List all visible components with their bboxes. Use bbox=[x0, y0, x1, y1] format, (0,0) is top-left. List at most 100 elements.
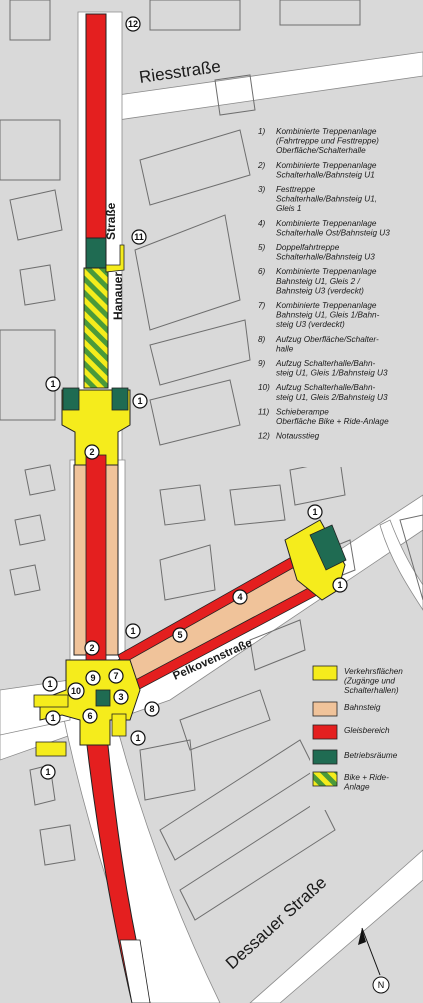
note-line: steig U1, Gleis 2/Bahnsteig U3 bbox=[276, 393, 388, 402]
note-number: 5) bbox=[258, 243, 266, 252]
note-line: Notausstieg bbox=[276, 432, 320, 441]
note-line: steig U1, Gleis 1/Bahnsteig U3 bbox=[276, 369, 388, 378]
legend-swatch-betrieb bbox=[312, 749, 338, 765]
note-line: Oberfläche Bike + Ride-Anlage bbox=[276, 417, 389, 426]
track-north bbox=[85, 13, 107, 245]
note-line: Kombinierte Treppenanlage bbox=[276, 127, 377, 136]
note-number: 8) bbox=[258, 335, 266, 344]
legend-label: Gleisbereich bbox=[344, 726, 390, 735]
service-south bbox=[95, 689, 111, 707]
svg-text:1: 1 bbox=[337, 580, 342, 590]
note-line: Schalterhalle/Bahnsteig U3 bbox=[276, 253, 375, 262]
legend-label: Schalterhallen) bbox=[344, 686, 399, 695]
marker: 10 bbox=[67, 682, 85, 700]
marker: 3 bbox=[113, 689, 129, 705]
service-north-right bbox=[111, 387, 129, 411]
svg-text:3: 3 bbox=[118, 692, 123, 702]
svg-text:1: 1 bbox=[130, 626, 135, 636]
marker: 12 bbox=[125, 16, 141, 32]
note-line: Schieberampe bbox=[276, 407, 329, 416]
svg-text:1: 1 bbox=[312, 507, 317, 517]
note-number: 3) bbox=[258, 185, 266, 194]
marker: 1 bbox=[130, 730, 146, 746]
svg-text:1: 1 bbox=[137, 396, 142, 406]
note-line: Kombinierte Treppenanlage bbox=[276, 161, 377, 170]
ramp-11 bbox=[105, 244, 125, 273]
marker: 2 bbox=[84, 640, 100, 656]
stair-east-south bbox=[111, 713, 127, 737]
marker: 5 bbox=[172, 627, 188, 643]
notes-panel bbox=[256, 122, 423, 467]
legend: Verkehrsflächen(Zugänge undSchalterhalle… bbox=[310, 660, 418, 810]
svg-text:4: 4 bbox=[237, 592, 242, 602]
note-number: 1) bbox=[258, 127, 266, 136]
track-south bbox=[81, 699, 151, 1003]
note-line: Kombinierte Treppenanlage bbox=[276, 301, 377, 310]
note-number: 6) bbox=[258, 267, 266, 276]
marker: 1 bbox=[40, 764, 56, 780]
note-line: steig U3 (verdeckt) bbox=[276, 320, 345, 329]
note-number: 4) bbox=[258, 219, 266, 228]
north-label: N bbox=[378, 980, 385, 990]
hanauer-label-1: Straße bbox=[104, 202, 118, 240]
svg-text:1: 1 bbox=[47, 679, 52, 689]
service-east bbox=[309, 524, 347, 571]
note-line: Schalterhalle/Bahnsteig U1, bbox=[276, 195, 377, 204]
svg-text:1: 1 bbox=[45, 767, 50, 777]
service-north-left bbox=[62, 387, 80, 411]
svg-text:12: 12 bbox=[128, 19, 138, 29]
svg-text:5: 5 bbox=[177, 630, 182, 640]
svg-text:1: 1 bbox=[50, 379, 55, 389]
legend-label: Bahnsteig bbox=[344, 703, 381, 712]
svg-text:1: 1 bbox=[135, 733, 140, 743]
svg-text:1: 1 bbox=[50, 713, 55, 723]
marker: 1 bbox=[332, 577, 348, 593]
note-line: Aufzug Oberfläche/Schalter- bbox=[275, 335, 379, 344]
legend-swatch-bike bbox=[312, 771, 338, 787]
marker: 8 bbox=[144, 701, 160, 717]
marker: 1 bbox=[45, 376, 61, 392]
marker: 1 bbox=[132, 393, 148, 409]
note-line: Festtreppe bbox=[276, 185, 316, 194]
svg-text:10: 10 bbox=[71, 686, 81, 696]
note-line: (Fahrtreppe und Festtreppe) bbox=[276, 137, 379, 146]
marker: 6 bbox=[82, 708, 98, 724]
legend-label: (Zugänge und bbox=[344, 677, 395, 686]
note-number: 12) bbox=[258, 432, 270, 441]
svg-text:9: 9 bbox=[90, 673, 95, 683]
svg-text:2: 2 bbox=[89, 643, 94, 653]
svg-text:6: 6 bbox=[87, 711, 92, 721]
note-number: 10) bbox=[258, 383, 270, 392]
service-room-north bbox=[85, 237, 107, 269]
marker: 1 bbox=[125, 623, 141, 639]
marker: 1 bbox=[45, 710, 61, 726]
svg-text:7: 7 bbox=[113, 671, 118, 681]
note-number: 11) bbox=[258, 407, 269, 416]
marker: 11 bbox=[131, 229, 147, 245]
note-line: Kombinierte Treppenanlage bbox=[276, 267, 377, 276]
note-line: Bahnsteig U1, Gleis 2 / bbox=[276, 277, 360, 286]
markers: 1 1 1 1 1 1 1 1 1 2 2 3 4 5 6 7 8 9 10 1… bbox=[40, 16, 348, 780]
marker: 7 bbox=[108, 668, 124, 684]
stair-west-2 bbox=[35, 741, 67, 757]
note-line: Bahnsteig U3 (verdeckt) bbox=[276, 286, 364, 295]
legend-label: Betriebsräume bbox=[344, 751, 398, 760]
note-number: 2) bbox=[257, 161, 266, 170]
east-road bbox=[249, 849, 423, 1003]
note-number: 9) bbox=[258, 359, 266, 368]
notes-list: 1)Kombinierte Treppenanlage(Fahrtreppe u… bbox=[257, 127, 390, 441]
note-line: Schalterhalle Ost/Bahnsteig U3 bbox=[276, 228, 390, 237]
legend-label: Anlage bbox=[343, 783, 370, 792]
note-line: Oberfläche/Schalterhalle bbox=[276, 146, 366, 155]
marker: 2 bbox=[84, 444, 100, 460]
north-arrow: N bbox=[358, 927, 390, 994]
svg-text:11: 11 bbox=[134, 232, 144, 242]
stair-west-1 bbox=[33, 694, 69, 708]
marker: 1 bbox=[42, 676, 58, 692]
legend-label: Bike + Ride- bbox=[344, 773, 389, 782]
note-line: Schalterhalle/Bahnsteig U1 bbox=[276, 170, 375, 179]
marker: 9 bbox=[85, 670, 101, 686]
note-line: Gleis 1 bbox=[276, 204, 301, 213]
bike-ride-area bbox=[83, 267, 109, 389]
